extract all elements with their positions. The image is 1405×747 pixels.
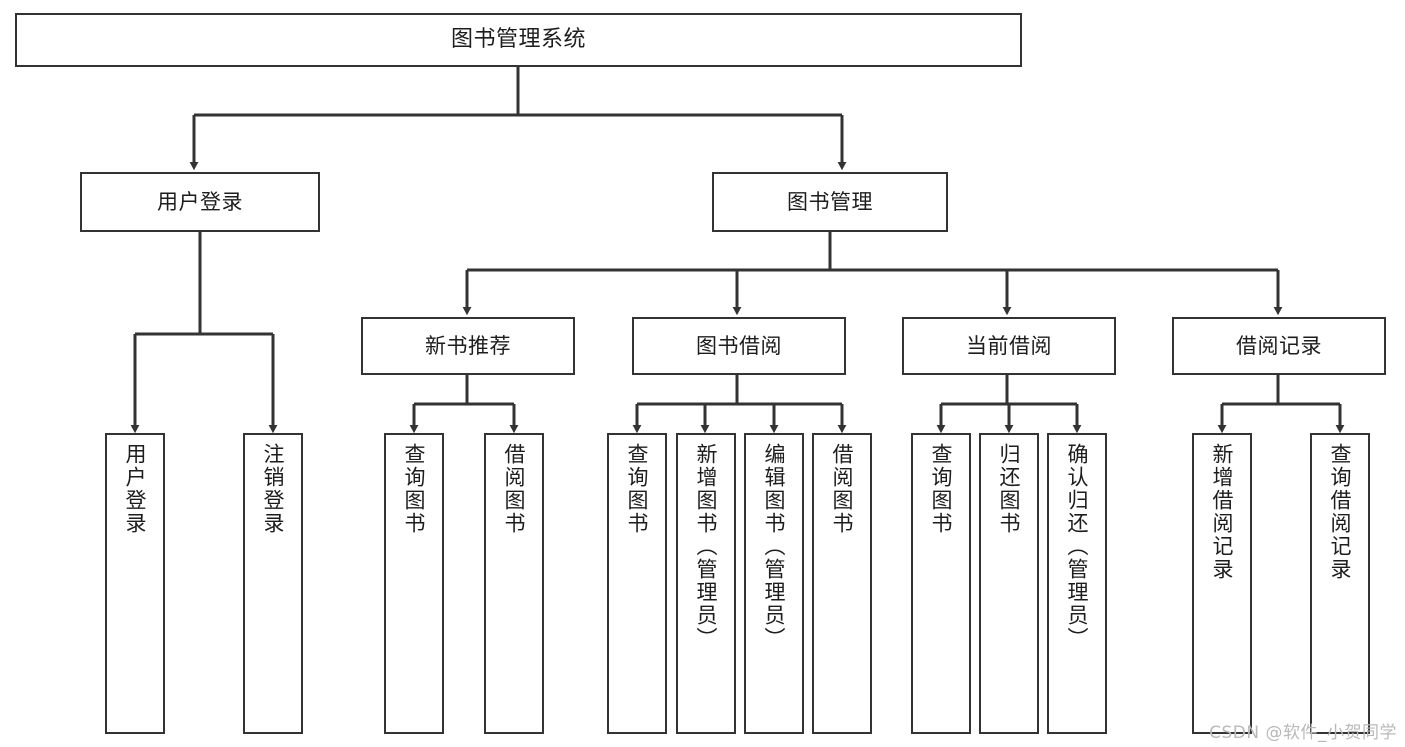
leaf-record-query-record[interactable]: 查询借阅记录 <box>1310 433 1370 734</box>
node-book-borrow[interactable]: 图书借阅 <box>632 317 846 375</box>
leaf-current-confirm-return-admin-label: 确认归还（管理员） <box>1065 443 1090 650</box>
leaf-record-add-record[interactable]: 新增借阅记录 <box>1192 433 1252 734</box>
leaf-user-login-logout[interactable]: 注销登录 <box>243 433 303 734</box>
leaf-user-login-login-label: 用户登录 <box>123 443 148 535</box>
leaf-user-login-logout-label: 注销登录 <box>261 443 286 535</box>
node-root-label: 图书管理系统 <box>450 27 586 53</box>
leaf-record-add-record-label: 新增借阅记录 <box>1210 443 1235 581</box>
leaf-current-query-book[interactable]: 查询图书 <box>911 433 971 734</box>
leaf-current-return-book-label: 归还图书 <box>997 443 1022 535</box>
node-new-book-recommend-label: 新书推荐 <box>425 333 511 358</box>
leaf-user-login-login[interactable]: 用户登录 <box>105 433 165 734</box>
node-current-borrow[interactable]: 当前借阅 <box>902 317 1116 375</box>
node-current-borrow-label: 当前借阅 <box>966 333 1052 358</box>
node-borrow-record[interactable]: 借阅记录 <box>1172 317 1386 375</box>
leaf-recommend-query-book-label: 查询图书 <box>402 443 427 535</box>
leaf-recommend-borrow-book[interactable]: 借阅图书 <box>484 433 544 734</box>
leaf-borrow-borrow-book-label: 借阅图书 <box>830 443 855 535</box>
leaf-recommend-query-book[interactable]: 查询图书 <box>384 433 444 734</box>
node-borrow-record-label: 借阅记录 <box>1236 333 1322 358</box>
leaf-borrow-query-book-label: 查询图书 <box>625 443 650 535</box>
leaf-current-confirm-return-admin[interactable]: 确认归还（管理员） <box>1047 433 1107 734</box>
leaf-recommend-borrow-book-label: 借阅图书 <box>502 443 527 535</box>
node-root-book-management-system[interactable]: 图书管理系统 <box>15 13 1022 67</box>
node-book-borrow-label: 图书借阅 <box>696 333 782 358</box>
leaf-borrow-add-book-admin[interactable]: 新增图书（管理员） <box>676 433 736 734</box>
node-user-login-label: 用户登录 <box>157 189 243 214</box>
leaf-current-return-book[interactable]: 归还图书 <box>979 433 1039 734</box>
leaf-borrow-edit-book-admin-label: 编辑图书（管理员） <box>762 443 787 650</box>
leaf-borrow-query-book[interactable]: 查询图书 <box>607 433 667 734</box>
node-book-management-label: 图书管理 <box>787 189 873 214</box>
node-user-login[interactable]: 用户登录 <box>80 172 320 232</box>
leaf-current-query-book-label: 查询图书 <box>929 443 954 535</box>
node-book-management[interactable]: 图书管理 <box>712 172 948 232</box>
leaf-borrow-borrow-book[interactable]: 借阅图书 <box>812 433 872 734</box>
node-new-book-recommend[interactable]: 新书推荐 <box>361 317 575 375</box>
leaf-borrow-edit-book-admin[interactable]: 编辑图书（管理员） <box>744 433 804 734</box>
leaf-record-query-record-label: 查询借阅记录 <box>1328 443 1353 581</box>
csdn-watermark: CSDN @软件_小贺同学 <box>1209 723 1397 743</box>
leaf-borrow-add-book-admin-label: 新增图书（管理员） <box>694 443 719 650</box>
